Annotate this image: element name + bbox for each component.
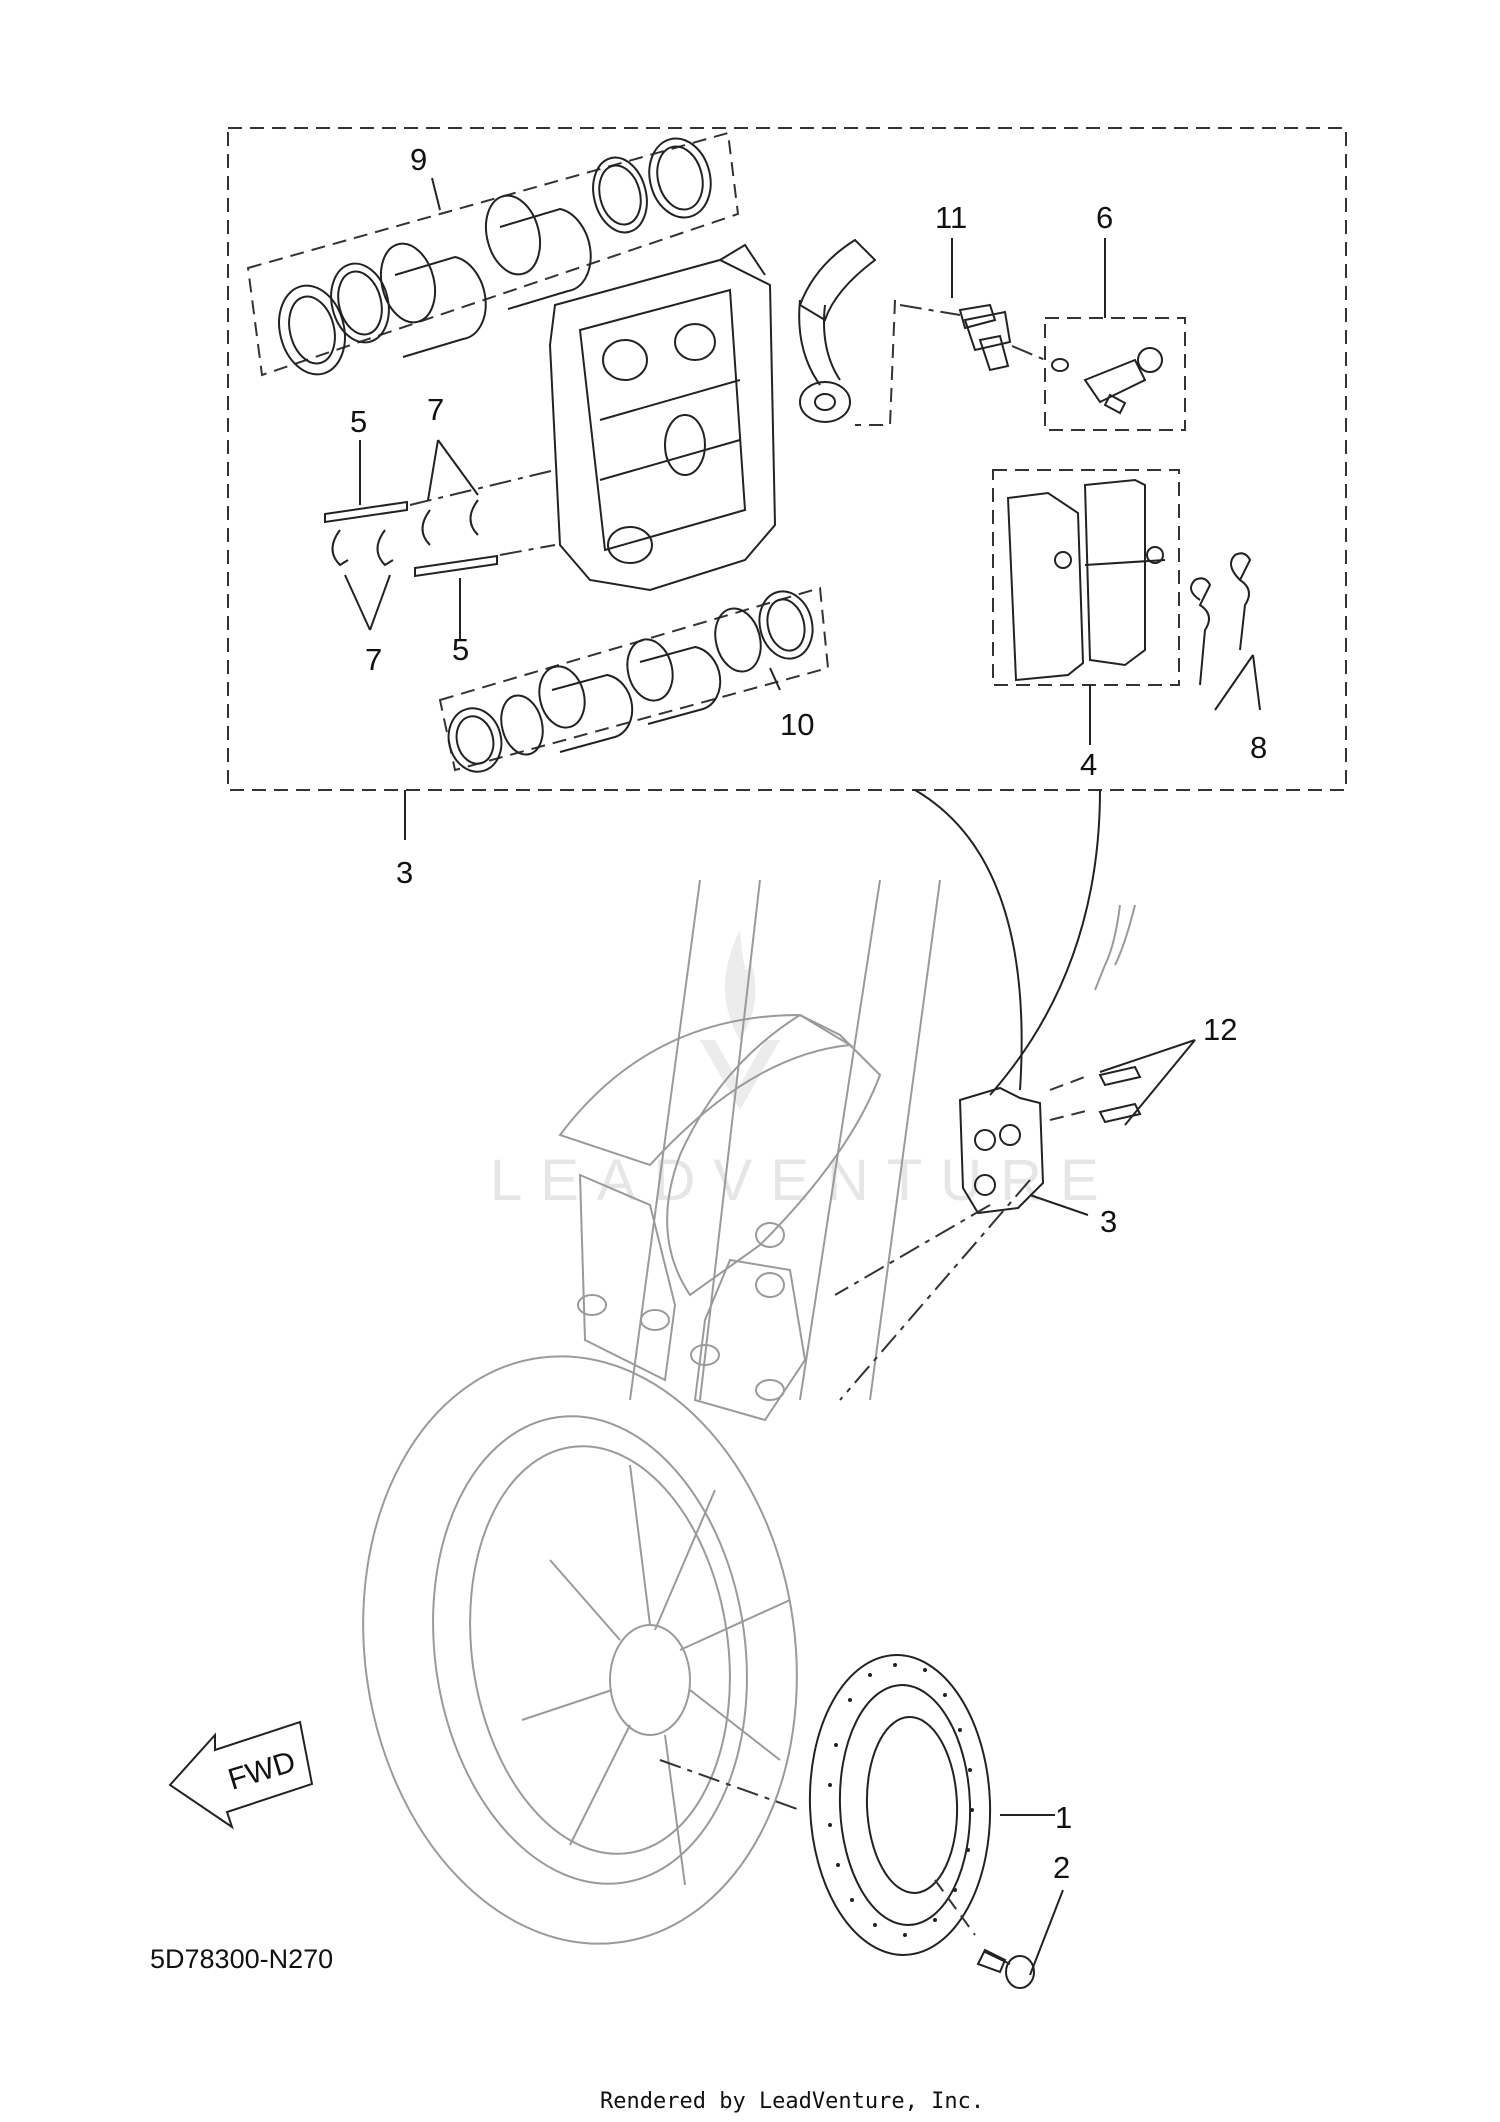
pad-spring-clips-8 [1190, 552, 1261, 711]
installed-caliper-3 [834, 1065, 1142, 1401]
callout-6: 6 [1096, 200, 1113, 235]
disc-bolt-2 [934, 1879, 1035, 1989]
footer-credit: Rendered by LeadVenture, Inc. [600, 2089, 984, 2114]
watermark: LEADVENTURE [490, 930, 1099, 1213]
callout-7-bottom: 7 [365, 642, 382, 677]
callout-12: 12 [1203, 1012, 1237, 1047]
callout-5-top: 5 [350, 404, 367, 439]
pad-pins-5 [324, 440, 556, 640]
callout-4: 4 [1080, 747, 1097, 782]
front-wheel [362, 1355, 801, 1945]
front-fork-and-fender [558, 879, 1136, 1422]
callout-2: 2 [1053, 1850, 1070, 1885]
fwd-label: FWD [224, 1745, 299, 1797]
callout-7-top: 7 [427, 392, 444, 427]
callout-3-top: 3 [396, 855, 413, 890]
callout-5-bottom: 5 [452, 632, 469, 667]
leader-lines [404, 177, 1196, 1976]
caliper-assembly-box [227, 127, 1347, 791]
bleed-valve-set-6 [1044, 317, 1186, 431]
brake-disc-1 [808, 1654, 992, 1956]
piston-seal-kit-10 [438, 586, 830, 773]
callout-1: 1 [1055, 1800, 1072, 1835]
callout-labels: 9 11 6 5 7 7 5 10 4 8 3 12 3 1 2 [350, 142, 1267, 1885]
brake-hose-banjo [798, 238, 896, 426]
caliper-body [548, 243, 777, 592]
piston-seal-kit-9 [246, 131, 740, 377]
assembly-to-caliper-curves [914, 789, 1101, 1096]
callout-8: 8 [1250, 730, 1267, 765]
pin-clips-7 [331, 439, 479, 631]
fwd-direction-arrow: FWD [168, 1720, 314, 1830]
brake-pad-kit-4 [992, 469, 1180, 686]
part-code: 5D78300-N270 [150, 1944, 333, 1974]
callout-3-installed: 3 [1100, 1204, 1117, 1239]
callout-11: 11 [935, 200, 967, 235]
callout-9: 9 [410, 142, 427, 177]
bleed-screw-11 [899, 303, 1051, 372]
callout-10: 10 [780, 707, 814, 742]
